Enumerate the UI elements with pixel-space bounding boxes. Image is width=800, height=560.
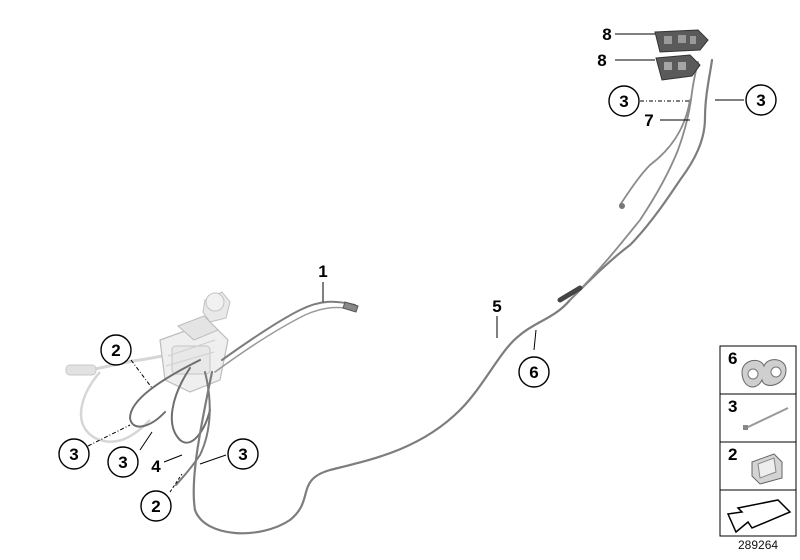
svg-text:4: 4 [151, 457, 161, 476]
cable-tie-icon [743, 407, 789, 430]
svg-text:8: 8 [597, 51, 606, 70]
callout-1: 1 [318, 262, 327, 281]
callout-7: 7 [644, 111, 653, 130]
svg-text:6: 6 [529, 363, 538, 382]
directional-arrow-icon [726, 499, 792, 534]
cable-end-fitting-upper [619, 203, 625, 209]
callout-5: 5 [492, 297, 501, 316]
callout-8-lower: 8 [597, 51, 606, 70]
cable-routing [128, 58, 714, 535]
callout-2-circled-left: 2 [100, 334, 132, 366]
callout-3-circled-b: 3 [107, 446, 139, 478]
cable-end-fitting [342, 301, 359, 313]
svg-text:2: 2 [728, 445, 737, 464]
callout-6-circled: 6 [518, 356, 550, 388]
svg-text:5: 5 [492, 297, 501, 316]
callout-3-circled-c: 3 [227, 438, 259, 470]
svg-text:2: 2 [111, 341, 120, 360]
legend-item-3: 3 [728, 397, 789, 430]
callout-4: 4 [151, 457, 161, 476]
callout-3-circled-a: 3 [58, 438, 90, 470]
cable-clip-double-icon [741, 359, 787, 388]
svg-text:3: 3 [756, 91, 765, 110]
svg-text:3: 3 [69, 445, 78, 464]
svg-text:6: 6 [728, 349, 737, 368]
svg-text:8: 8 [602, 25, 611, 44]
callout-2-circled-bottom: 2 [140, 490, 172, 522]
cable-bracket-upper [654, 29, 709, 53]
svg-text:3: 3 [728, 397, 737, 416]
legend-item-2: 2 [728, 445, 783, 485]
callout-3-circled-e: 3 [745, 84, 777, 116]
svg-text:3: 3 [118, 453, 127, 472]
callout-8-upper: 8 [602, 25, 611, 44]
svg-text:3: 3 [238, 445, 247, 464]
cable-clip-single-icon [751, 453, 783, 485]
legend-panel: 6 3 2 [719, 345, 797, 537]
svg-text:7: 7 [644, 111, 653, 130]
leader-lines [87, 33, 744, 493]
gear-shift-assembly [65, 291, 231, 443]
callout-3-circled-d: 3 [608, 85, 640, 117]
svg-text:1: 1 [318, 262, 327, 281]
svg-text:2: 2 [151, 497, 160, 516]
diagram-id: 289264 [738, 538, 779, 552]
cable-bracket-lower [655, 54, 701, 81]
svg-text:3: 3 [619, 92, 628, 111]
legend-item-6: 6 [728, 349, 787, 388]
